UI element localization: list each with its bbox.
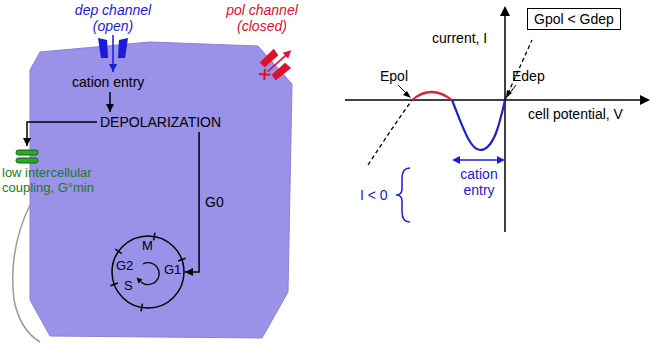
axis-label: cell potential, V — [528, 106, 623, 122]
span-arrowhead — [452, 156, 460, 164]
current-axis — [504, 14, 506, 232]
reversal-potential-label: Edep — [512, 68, 545, 84]
phase-label: S — [124, 278, 133, 294]
axis-arrowhead — [640, 95, 650, 105]
leader-arrowhead — [403, 91, 411, 98]
pol-flux-arrowhead — [283, 47, 294, 58]
sign-label: I < 0 — [360, 187, 388, 203]
channel-label: pol channel (closed) — [222, 2, 302, 34]
reversal-potential-label: Epol — [380, 68, 408, 84]
connector-line — [185, 132, 199, 272]
curly-brace — [396, 168, 410, 222]
process-text: cation entry — [72, 74, 144, 90]
cycle-circle — [112, 236, 184, 308]
phase-tick — [154, 233, 155, 241]
phase-label: G1 — [164, 262, 181, 278]
condition-box: Gpol < Gdep — [527, 8, 621, 30]
channel-text: dep channel (open) — [66, 2, 160, 34]
gap-junction — [16, 158, 38, 163]
block-cross — [259, 69, 270, 80]
block-cross — [259, 69, 270, 80]
axis-arrowhead — [500, 6, 510, 16]
connector — [109, 35, 117, 72]
leader-arrowhead — [506, 90, 512, 98]
arrowhead — [109, 64, 117, 72]
phase-label: M — [142, 238, 153, 254]
span-arrowhead — [497, 156, 505, 164]
connector — [106, 92, 114, 112]
process-text: DEPOLARIZATION — [100, 114, 221, 130]
pol-channel — [253, 41, 300, 87]
phase-label: G2 — [116, 258, 133, 274]
connector-line — [27, 122, 97, 146]
pol-flux-arrow — [268, 54, 287, 71]
edge-label: G0 — [205, 194, 224, 210]
arrowhead — [106, 104, 114, 112]
channel-label: dep channel (open) — [66, 2, 160, 34]
cell-cycle-circle: M G2S G1 — [108, 232, 188, 312]
process-text: DEPOLARIZATION — [100, 114, 221, 130]
channel-text: pol channel (closed) — [222, 2, 302, 34]
phase-tick — [110, 283, 118, 286]
potential-axis — [345, 99, 640, 101]
cycle-arrow — [141, 263, 159, 285]
cycle-arrowhead — [137, 278, 143, 284]
phase-tick — [178, 258, 186, 261]
gap-junction — [16, 150, 38, 155]
phase-tick — [141, 304, 142, 312]
arrowhead — [23, 138, 31, 146]
dep-channel-left — [98, 38, 108, 58]
dep-channel-right — [118, 38, 128, 58]
connector — [23, 122, 97, 146]
phase-tick — [115, 249, 122, 254]
condition-text: Gpol < Gdep — [534, 11, 614, 27]
iv-curve-red — [412, 92, 452, 100]
gap-junction-label: low intercellular coupling, G°min — [2, 148, 106, 195]
span-label: cation entry — [450, 166, 508, 198]
connector — [185, 132, 199, 276]
arrowhead — [185, 268, 193, 276]
coupling-text: low intercellular coupling, G°min — [2, 165, 106, 195]
span-arrow — [458, 159, 499, 161]
iv-curve-dashed — [368, 100, 412, 165]
iv-curve-blue — [452, 100, 505, 150]
process-text: cation entry — [72, 74, 144, 90]
axis-label: current, I — [432, 30, 487, 46]
